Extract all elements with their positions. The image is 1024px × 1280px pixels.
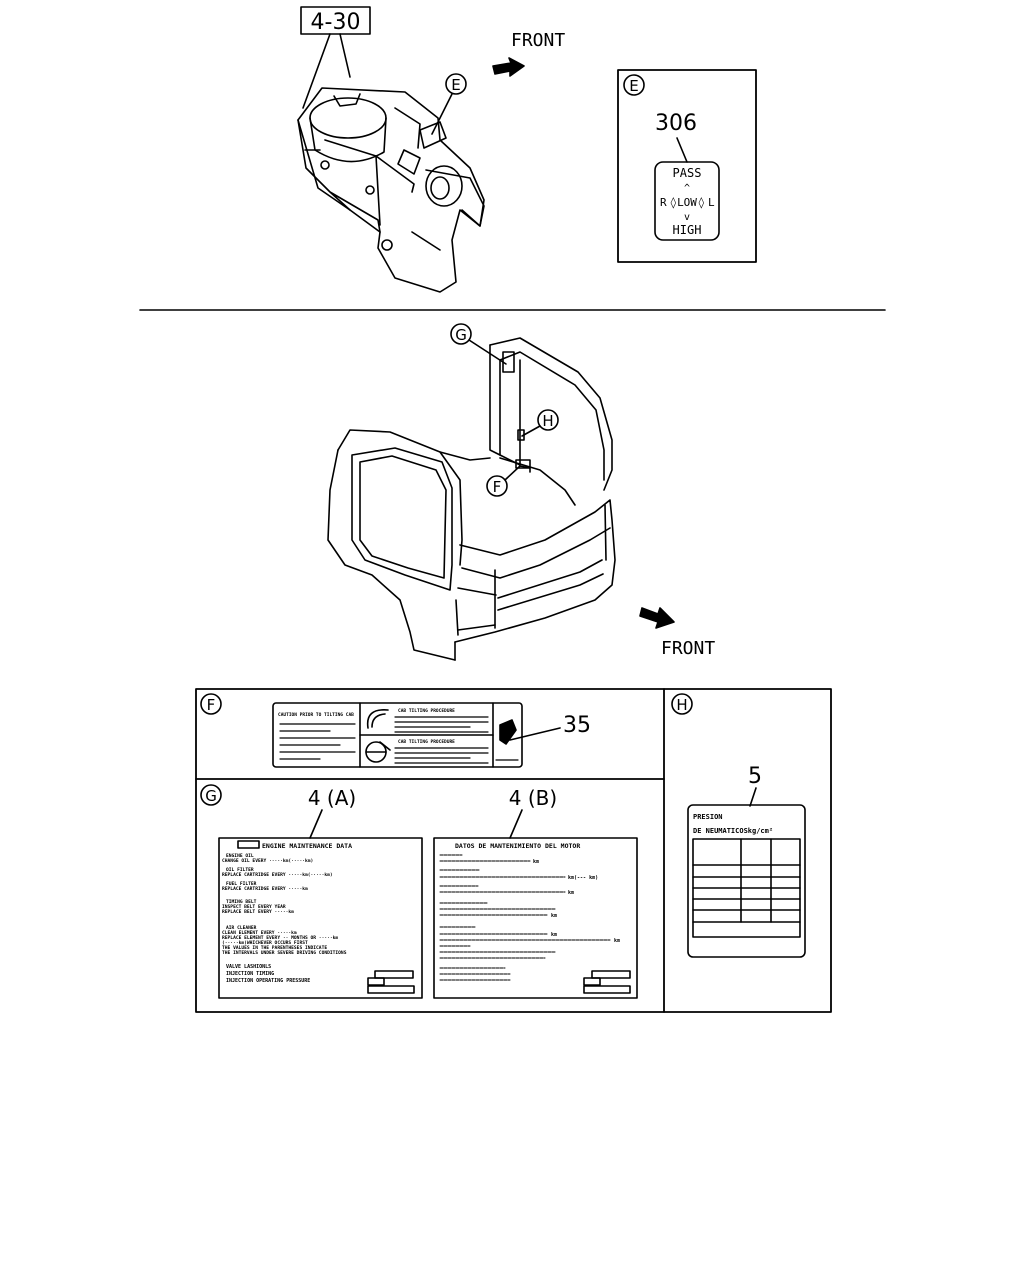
detail-e-letter: E [629, 77, 638, 95]
tilt-cab-label [272, 702, 523, 768]
svg-text:CAB TILTING PROCEDURE: CAB TILTING PROCEDURE [398, 708, 455, 714]
engine-data-line: REPLACE BELT EVERY ·····km [222, 909, 294, 915]
svg-text:G: G [455, 326, 467, 344]
svg-text:F: F [493, 478, 502, 496]
engine-data-line: REPLACE ELEMENT EVERY ·· MONTHS OR ·····… [222, 935, 338, 941]
engine-maintenance-label-en [218, 837, 423, 999]
callout-box-4-30 [300, 6, 371, 35]
svg-text:F: F [207, 696, 216, 714]
circle-e-top [445, 73, 467, 95]
engine-maintenance-label-es [433, 837, 638, 999]
engine-data-line: (·····km)WHICHEVER OCCURS FIRST [222, 940, 308, 946]
svg-text:◊: ◊ [670, 196, 677, 209]
front-arrow-top [492, 57, 525, 77]
svg-text:G: G [205, 787, 217, 805]
callout-4-30: 4-30 [311, 10, 361, 35]
svg-text:L: L [708, 196, 715, 209]
panel-f: F 35 CAUTION PRIOR TO TILTING CAB CAB TI… [200, 693, 591, 768]
engine-data-line: CLEAN ELEMENT EVERY ·····km [222, 930, 297, 936]
engine-data-line: REPLACE CARTRIDGE EVERY ·····km [222, 886, 308, 892]
circle-g [450, 323, 472, 345]
circle-h [537, 409, 559, 431]
engine-data-line: FUEL FILTER [226, 881, 257, 887]
svg-text:km: km [551, 932, 557, 938]
part-number-306: 306 [655, 111, 697, 136]
svg-text:ENGINE MAINTENANCE DATA: ENGINE MAINTENANCE DATA [262, 842, 352, 850]
svg-text:◊: ◊ [698, 196, 705, 209]
engine-data-line: THE INTERVALS UNDER SEVERE DRIVING CONDI… [222, 950, 347, 956]
svg-text:DE NEUMATICOSkg/cm²: DE NEUMATICOSkg/cm² [693, 827, 773, 835]
panel-h: H 5 PRESION DE NEUMATICOSkg/cm² [671, 693, 806, 958]
svg-text:PASS: PASS [673, 166, 702, 180]
svg-text:km: km [551, 913, 557, 919]
circle-f [486, 475, 508, 497]
column-switch-illustration: 4-30 E FRONT [297, 6, 565, 293]
engine-data-line: ENGINE OIL [226, 853, 254, 859]
label-panels: F 35 CAUTION PRIOR TO TILTING CAB CAB TI… [195, 688, 832, 1013]
engine-data-line: AIR CLEANER [226, 925, 257, 931]
svg-text:DATOS DE MANTENIMIENTO DEL MOT: DATOS DE MANTENIMIENTO DEL MOTOR [455, 842, 580, 850]
engine-data-line: CHANGE OIL EVERY ·····km(·····km) [222, 858, 313, 864]
engine-data-line: INJECTION TIMING [226, 971, 274, 977]
svg-text:km: km [614, 938, 620, 944]
engine-data-line: VALVE LASHIONLS [226, 964, 271, 970]
part-number-4a: 4 (A) [308, 786, 356, 810]
svg-text:^: ^ [684, 183, 690, 194]
part-number-5: 5 [748, 764, 762, 789]
svg-text:km(--- km): km(--- km) [568, 875, 598, 881]
engine-data-line: INSPECT BELT EVERY YEAR [222, 904, 286, 910]
svg-text:v: v [684, 212, 690, 223]
panel-g: G 4 (A) 4 (B) ENGINE MAINTENANCE DATA EN… [200, 784, 638, 999]
svg-text:R: R [660, 196, 667, 209]
front-label-top: FRONT [511, 30, 565, 51]
dimmer-switch-label [654, 161, 720, 241]
cab-illustration: G H F FRONT [327, 323, 715, 661]
svg-text:E: E [451, 76, 460, 94]
svg-text:CAUTION PRIOR TO TILTING CAB: CAUTION PRIOR TO TILTING CAB [278, 712, 354, 718]
detail-e-box: E 306 PASS ^ R ◊ LOW ◊ L v HIGH [617, 69, 757, 263]
svg-text:CAB TILTING PROCEDURE: CAB TILTING PROCEDURE [398, 739, 455, 745]
engine-data-line: REPLACE CARTRIDGE EVERY ·····km(·····km) [222, 872, 333, 878]
svg-text:HIGH: HIGH [673, 223, 702, 237]
engine-data-line: THE VALUES IN THE PARENTHESES INDICATE [222, 945, 327, 951]
engine-data-line: TIMING BELT [226, 899, 257, 905]
svg-text:LOW: LOW [677, 196, 697, 209]
tire-pressure-label [687, 804, 806, 958]
svg-text:km: km [568, 890, 574, 896]
engine-data-line: OIL FILTER [226, 867, 254, 873]
svg-text:H: H [542, 412, 553, 430]
svg-text:H: H [676, 696, 687, 714]
part-number-35: 35 [563, 713, 591, 738]
part-number-4b: 4 (B) [509, 786, 557, 810]
engine-data-line: INJECTION OPERATING PRESSURE [226, 978, 310, 984]
front-label-bottom: FRONT [661, 638, 715, 659]
svg-text:PRESION: PRESION [693, 813, 723, 821]
svg-text:km: km [533, 859, 539, 865]
front-arrow-bottom [639, 607, 675, 629]
